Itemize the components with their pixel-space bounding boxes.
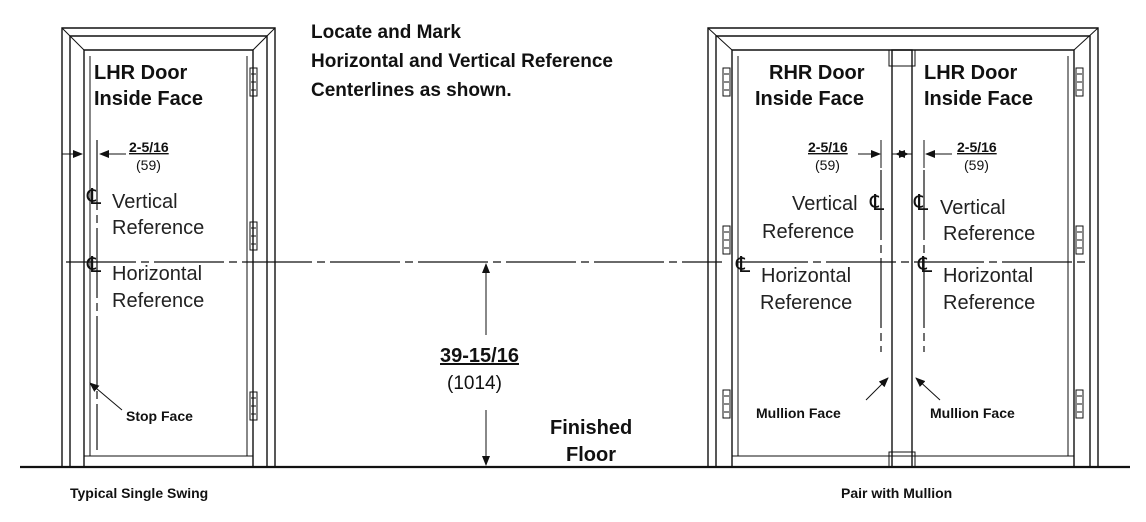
pair-right-cl-symbol-horizontal: ℄	[917, 252, 933, 277]
finished-floor-label-2: Floor	[566, 444, 616, 466]
single-dim-frac: 2-5/16	[129, 139, 169, 155]
pair-left-cl-symbol-horizontal: ℄	[735, 252, 751, 277]
mullion-face-left-arrow	[865, 377, 889, 401]
pair-right-vertical-label-2: Reference	[943, 223, 1035, 245]
mullion-face-right-label: Mullion Face	[930, 405, 1015, 421]
height-dim-frac: 39-15/16	[440, 345, 519, 367]
single-door-label-2: Inside Face	[94, 88, 203, 110]
pair-right-door-label-2: Inside Face	[924, 88, 1033, 110]
pair-right-door-label-1: LHR Door	[924, 62, 1018, 84]
pair-left-door-label-2: Inside Face	[755, 88, 864, 110]
single-cl-symbol-horizontal: ℄	[86, 252, 102, 277]
pair-right-horizontal-label-1: Horizontal	[943, 265, 1033, 287]
title-line-2: Horizontal and Vertical Reference	[311, 51, 613, 72]
pair-left-horizontal-label-1: Horizontal	[761, 265, 851, 287]
single-cl-symbol-vertical: ℄	[86, 184, 102, 209]
title-line-3: Centerlines as shown.	[311, 80, 512, 101]
pair-right-dim-frac: 2-5/16	[957, 139, 997, 155]
pair-right-cl-symbol-vertical: ℄	[913, 190, 929, 215]
single-dim-mm: (59)	[136, 157, 161, 173]
pair-left-cl-symbol-vertical: ℄	[869, 190, 885, 215]
single-swing-frame	[61, 27, 276, 467]
pair-left-dim-mm: (59)	[815, 157, 840, 173]
pair-left-dim-frac: 2-5/16	[808, 139, 848, 155]
stop-face-label: Stop Face	[126, 408, 193, 424]
title-line-1: Locate and Mark	[311, 22, 461, 43]
mullion-face-right-arrow	[915, 377, 941, 401]
single-horizontal-label-2: Reference	[112, 290, 204, 312]
single-door-label-1: LHR Door	[94, 62, 188, 84]
single-caption: Typical Single Swing	[70, 485, 208, 501]
pair-left-vertical-label-2: Reference	[762, 221, 854, 243]
single-horizontal-label-1: Horizontal	[112, 263, 202, 285]
single-vertical-label-1: Vertical	[112, 191, 178, 213]
single-hinges	[249, 67, 258, 421]
pair-right-vertical-label-1: Vertical	[940, 197, 1006, 219]
finished-floor-label-1: Finished	[550, 417, 632, 439]
pair-caption: Pair with Mullion	[841, 485, 952, 501]
stop-face-arrow	[89, 382, 123, 411]
mullion-face-left-label: Mullion Face	[756, 405, 841, 421]
pair-left-vertical-label-1: Vertical	[792, 193, 858, 215]
pair-hinges	[722, 67, 1084, 419]
mullion	[888, 49, 916, 468]
height-dim-mm: (1014)	[447, 373, 502, 394]
pair-left-door-label-1: RHR Door	[769, 62, 865, 84]
pair-left-horizontal-label-2: Reference	[760, 292, 852, 314]
single-vertical-label-2: Reference	[112, 217, 204, 239]
pair-right-dim-mm: (59)	[964, 157, 989, 173]
pair-right-horizontal-label-2: Reference	[943, 292, 1035, 314]
